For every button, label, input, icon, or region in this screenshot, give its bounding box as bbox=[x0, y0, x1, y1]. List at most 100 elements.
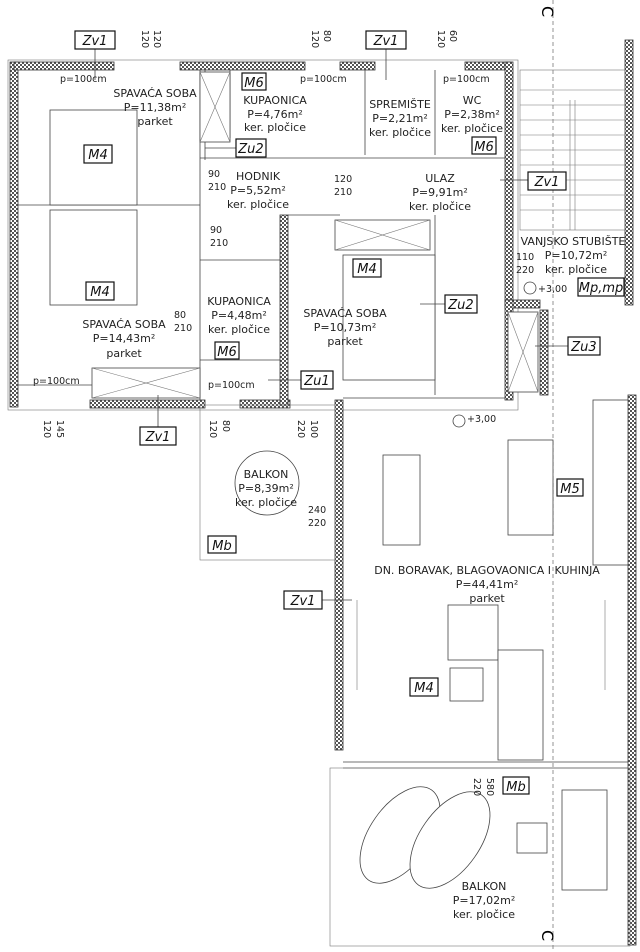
svg-text:120: 120 bbox=[334, 174, 352, 185]
kitchen-counter bbox=[592, 399, 629, 566]
svg-text:100: 100 bbox=[308, 420, 319, 438]
svg-text:P=44,41m²: P=44,41m² bbox=[456, 578, 518, 591]
svg-text:SPREMIŠTE: SPREMIŠTE bbox=[369, 98, 431, 111]
svg-text:KUPAONICA: KUPAONICA bbox=[207, 295, 271, 308]
svg-text:Mb: Mb bbox=[506, 780, 525, 795]
svg-text:P=14,43m²: P=14,43m² bbox=[93, 332, 155, 345]
tag-zu2: Zu2 bbox=[205, 138, 267, 158]
svg-text:80: 80 bbox=[220, 420, 231, 432]
room-balcony-1: BALKON P=8,39m² ker. pločice bbox=[235, 468, 297, 509]
svg-text:220: 220 bbox=[471, 778, 482, 796]
dining-table bbox=[382, 454, 421, 546]
svg-text:210: 210 bbox=[208, 182, 226, 193]
room-bedroom-1: SPAVAĆA SOBA P=11,38m² parket bbox=[113, 87, 197, 128]
level-marker: +3,00 bbox=[538, 284, 567, 295]
svg-text:210: 210 bbox=[174, 323, 192, 334]
tag-zv1: Zv1 bbox=[139, 395, 177, 446]
svg-text:P=5,52m²: P=5,52m² bbox=[230, 184, 285, 197]
svg-text:ker. pločice: ker. pločice bbox=[227, 198, 289, 211]
svg-text:SPAVAĆA SOBA: SPAVAĆA SOBA bbox=[82, 318, 166, 331]
tag-m5: M5 bbox=[556, 478, 584, 497]
svg-text:P=4,76m²: P=4,76m² bbox=[247, 108, 302, 121]
svg-text:220: 220 bbox=[516, 265, 534, 276]
room-bathroom-1: KUPAONICA P=4,76m² ker. pločice bbox=[243, 94, 307, 134]
svg-text:ker. pločice: ker. pločice bbox=[453, 908, 515, 921]
room-storage: SPREMIŠTE P=2,21m² ker. pločice bbox=[369, 98, 431, 139]
svg-text:parket: parket bbox=[137, 115, 173, 128]
room-bedroom-3: SPAVAĆA SOBA P=10,73m² parket bbox=[303, 307, 387, 348]
room-wc: WC P=2,38m² ker. pločice bbox=[441, 94, 503, 135]
svg-text:120: 120 bbox=[435, 30, 446, 48]
tag-m6: M6 bbox=[214, 341, 240, 360]
tag-zv1: Zv1 bbox=[283, 590, 352, 610]
room-entrance: ULAZ P=9,91m² ker. pločice bbox=[409, 172, 471, 213]
svg-text:120: 120 bbox=[207, 420, 218, 438]
section-marker-top: C bbox=[538, 6, 557, 17]
svg-text:220: 220 bbox=[295, 420, 306, 438]
svg-text:Zu3: Zu3 bbox=[570, 340, 596, 355]
svg-text:Zu2: Zu2 bbox=[237, 142, 263, 157]
armchair bbox=[561, 789, 608, 891]
svg-text:ker. pločice: ker. pločice bbox=[441, 122, 503, 135]
tag-m6: M6 bbox=[471, 136, 497, 155]
room-living-dining-kitchen: DN. BORAVAK, BLAGOVAONICA I KUHINJA P=44… bbox=[374, 564, 600, 605]
svg-text:BALKON: BALKON bbox=[244, 468, 289, 481]
svg-text:120: 120 bbox=[41, 420, 52, 438]
tag-m4: M4 bbox=[85, 281, 115, 301]
svg-text:SPAVAĆA SOBA: SPAVAĆA SOBA bbox=[303, 307, 387, 320]
svg-text:VANJSKO STUBIŠTE: VANJSKO STUBIŠTE bbox=[521, 235, 626, 248]
svg-text:Zv1: Zv1 bbox=[145, 430, 171, 445]
svg-text:210: 210 bbox=[210, 238, 228, 249]
tag-m6: M6 bbox=[241, 72, 267, 91]
tag-mb: Mb bbox=[502, 776, 530, 795]
svg-text:M4: M4 bbox=[88, 148, 108, 163]
svg-text:145: 145 bbox=[54, 420, 65, 438]
side-table bbox=[516, 822, 548, 854]
svg-text:M4: M4 bbox=[414, 681, 434, 696]
svg-text:M6: M6 bbox=[244, 76, 264, 91]
room-hallway: HODNIK P=5,52m² ker. pločice bbox=[227, 170, 289, 211]
tag-m4: M4 bbox=[83, 144, 113, 164]
svg-text:parket: parket bbox=[469, 592, 505, 605]
svg-text:HODNIK: HODNIK bbox=[236, 170, 281, 183]
svg-text:210: 210 bbox=[334, 187, 352, 198]
svg-text:p=100cm: p=100cm bbox=[300, 74, 347, 85]
room-exterior-stairs: VANJSKO STUBIŠTE P=10,72m² ker. pločice bbox=[521, 235, 626, 276]
svg-text:parket: parket bbox=[327, 335, 363, 348]
svg-text:Zv1: Zv1 bbox=[373, 34, 399, 49]
tag-zv1: Zv1 bbox=[365, 30, 407, 80]
svg-text:80: 80 bbox=[174, 310, 186, 321]
tag-zu3: Zu3 bbox=[535, 336, 601, 356]
svg-text:90: 90 bbox=[208, 169, 220, 180]
svg-text:M6: M6 bbox=[474, 140, 494, 155]
svg-text:Zv1: Zv1 bbox=[82, 34, 108, 49]
svg-text:P=4,48m²: P=4,48m² bbox=[211, 309, 266, 322]
svg-text:120: 120 bbox=[151, 30, 162, 48]
svg-text:ker. pločice: ker. pločice bbox=[244, 121, 306, 134]
svg-text:M4: M4 bbox=[357, 262, 377, 277]
svg-text:80: 80 bbox=[321, 30, 332, 42]
svg-text:Mp,mp: Mp,mp bbox=[579, 281, 624, 296]
svg-text:Mb: Mb bbox=[212, 539, 231, 554]
room-labels: SPAVAĆA SOBA P=11,38m² parket KUPAONICA … bbox=[82, 87, 625, 921]
svg-text:M6: M6 bbox=[217, 345, 237, 360]
svg-text:M5: M5 bbox=[560, 482, 580, 497]
tag-zv1: Zv1 bbox=[500, 171, 567, 191]
dimension-labels: 120 120 120 80 120 60 p=100cm p=100cm p=… bbox=[33, 30, 567, 796]
svg-text:60: 60 bbox=[447, 30, 458, 42]
furniture bbox=[49, 71, 629, 891]
svg-text:p=100cm: p=100cm bbox=[60, 74, 107, 85]
svg-text:220: 220 bbox=[308, 518, 326, 529]
svg-text:ULAZ: ULAZ bbox=[425, 172, 455, 185]
level-marker: +3,00 bbox=[467, 414, 496, 425]
svg-text:p=100cm: p=100cm bbox=[443, 74, 490, 85]
svg-text:110: 110 bbox=[516, 252, 534, 263]
svg-text:SPAVAĆA SOBA: SPAVAĆA SOBA bbox=[113, 87, 197, 100]
svg-text:240: 240 bbox=[308, 505, 326, 516]
svg-text:ker. pločice: ker. pločice bbox=[545, 263, 607, 276]
svg-text:Zv1: Zv1 bbox=[534, 175, 560, 190]
svg-text:580: 580 bbox=[484, 778, 495, 796]
svg-text:P=10,73m²: P=10,73m² bbox=[314, 321, 376, 334]
tag-mp-mp: Mp,mp bbox=[577, 277, 625, 297]
